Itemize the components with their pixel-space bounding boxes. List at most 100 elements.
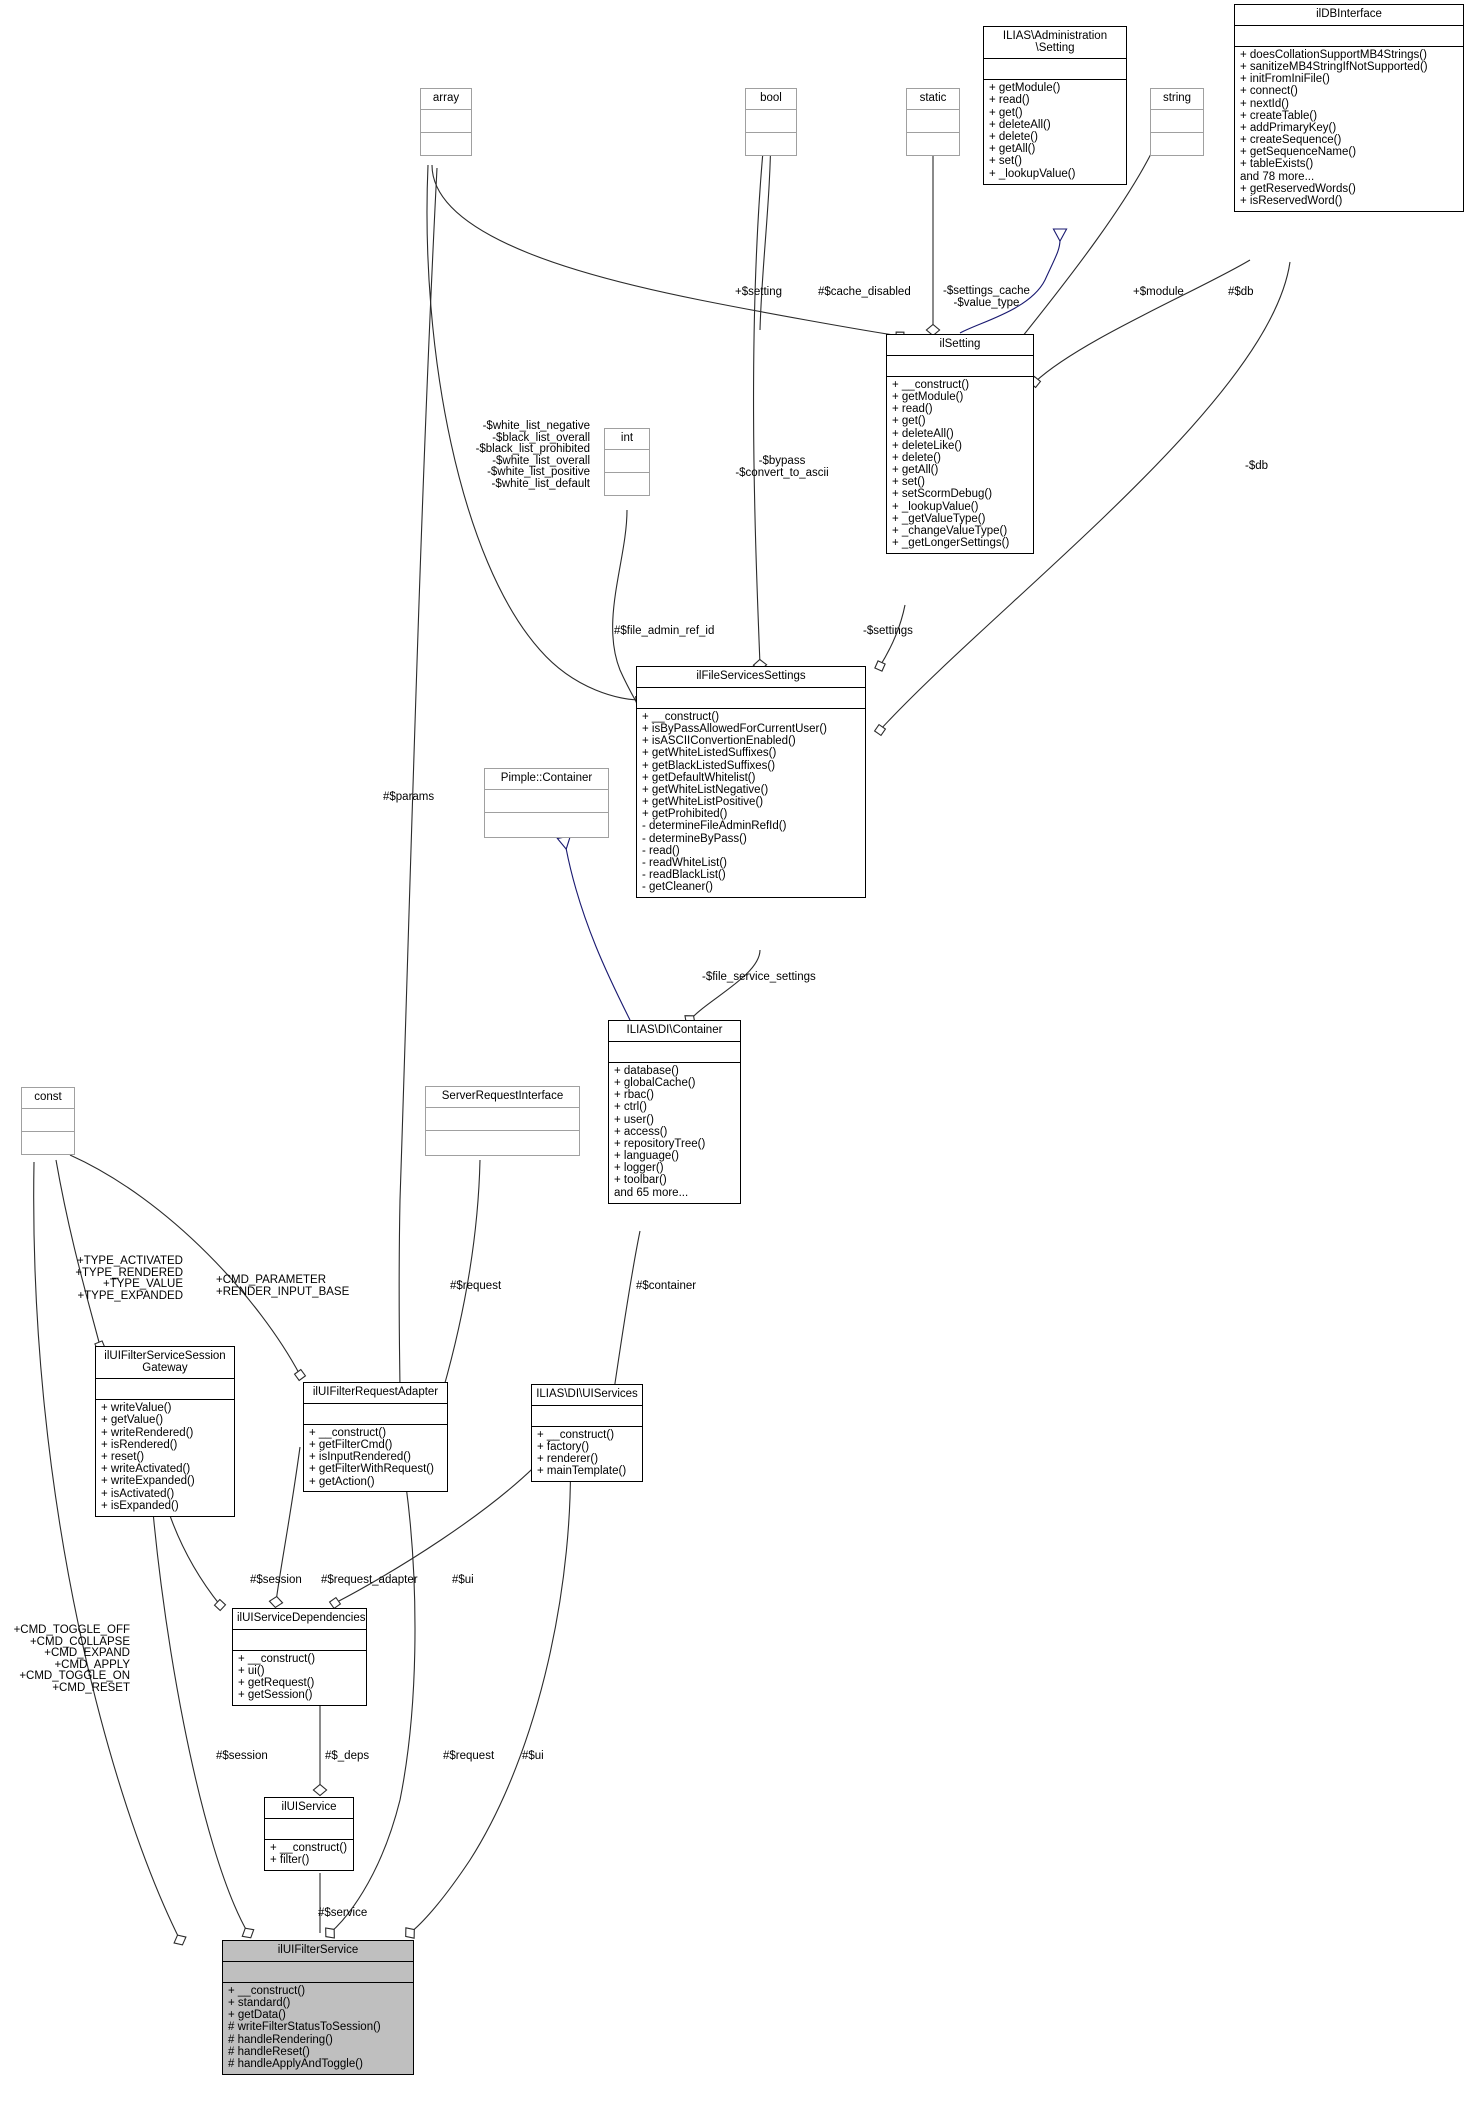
operation: + initFromIniFile() <box>1240 73 1330 86</box>
class-title: string <box>1151 89 1203 110</box>
operation: # writeFilterStatusToSession() <box>228 2021 381 2034</box>
operation: + connect() <box>1240 85 1298 98</box>
operation: + get() <box>989 106 1023 119</box>
operation: # handleApplyAndToggle() <box>228 2057 363 2070</box>
class-operations <box>907 133 959 155</box>
edge-label-db-hash: #$db <box>1228 286 1254 298</box>
operation: + writeActivated() <box>101 1463 191 1476</box>
class-attributes <box>1151 110 1203 133</box>
edge-label-request-adapter: #$request_adapter <box>321 1574 418 1586</box>
class-box-pimple-container[interactable]: Pimple::Container <box>484 768 609 838</box>
operation: + getSession() <box>238 1689 313 1702</box>
class-box-iluiservice[interactable]: ilUIService + __construct() + filter() <box>264 1797 354 1871</box>
class-operations: + getModule() + read() + get() + deleteA… <box>984 80 1126 184</box>
class-attributes <box>426 1108 579 1131</box>
class-title: bool <box>746 89 796 110</box>
operation: + getWhiteListedSuffixes() <box>642 747 777 760</box>
class-box-int[interactable]: int <box>604 428 650 496</box>
operation: + __construct() <box>892 378 970 391</box>
class-attributes <box>485 790 608 813</box>
operation: + doesCollationSupportMB4Strings() <box>1240 48 1427 61</box>
operation: + getProhibited() <box>642 808 728 821</box>
operation: + nextId() <box>1240 97 1289 110</box>
class-operations: + __construct() + isByPassAllowedForCurr… <box>637 709 865 898</box>
edge-label-request-top: #$request <box>450 1280 502 1292</box>
edge-label-request-bottom: #$request <box>443 1750 495 1762</box>
operation: + getSequenceName() <box>1240 146 1357 159</box>
operation: - determineFileAdminRefId() <box>642 820 787 833</box>
class-operations <box>421 133 471 155</box>
class-box-iluifilterservice[interactable]: ilUIFilterService + __construct() + stan… <box>222 1940 414 2075</box>
class-title: ilUIFilterRequestAdapter <box>304 1383 447 1404</box>
edge-label-deps: #$_deps <box>325 1750 370 1762</box>
class-box-ilui-filterservicesessiongateway[interactable]: ilUIFilterServiceSession Gateway + write… <box>95 1346 235 1517</box>
operation: + ui() <box>238 1664 265 1677</box>
operation: + database() <box>614 1064 679 1077</box>
class-attributes <box>605 450 649 473</box>
class-box-string[interactable]: string <box>1150 88 1204 156</box>
class-title: ILIAS\DI\UIServices <box>532 1385 642 1406</box>
class-box-ilias-di-container[interactable]: ILIAS\DI\Container + database() + global… <box>608 1020 741 1204</box>
class-box-array[interactable]: array <box>420 88 472 156</box>
operation: + addPrimaryKey() <box>1240 121 1337 134</box>
operation: + getAction() <box>309 1475 375 1488</box>
class-title: ilUIFilterService <box>223 1941 413 1962</box>
operation: + factory() <box>537 1440 590 1453</box>
class-box-serverrequestinterface[interactable]: ServerRequestInterface <box>425 1086 580 1156</box>
class-box-ilias-di-uiservices[interactable]: ILIAS\DI\UIServices + __construct() + fa… <box>531 1384 643 1483</box>
operation: + repositoryTree() <box>614 1137 706 1150</box>
class-title: static <box>907 89 959 110</box>
edge-label-service: #$service <box>318 1907 368 1919</box>
class-operations <box>746 133 796 155</box>
edge-label-cmd-consts: +CMD_TOGGLE_OFF +CMD_COLLAPSE +CMD_EXPAN… <box>13 1624 130 1694</box>
operation: + isExpanded() <box>101 1499 179 1512</box>
class-box-ilui-filterrequestadapter[interactable]: ilUIFilterRequestAdapter + __construct()… <box>303 1382 448 1493</box>
operation: + isByPassAllowedForCurrentUser() <box>642 722 828 735</box>
class-box-ilias-administration-setting[interactable]: ILIAS\Administration \Setting + getModul… <box>983 26 1127 185</box>
operation: + globalCache() <box>614 1076 696 1089</box>
operation: + filter() <box>270 1853 310 1866</box>
class-operations <box>22 1132 74 1154</box>
operation: + _lookupValue() <box>892 500 979 513</box>
class-operations: + __construct() + ui() + getRequest() + … <box>233 1651 366 1706</box>
class-box-bool[interactable]: bool <box>745 88 797 156</box>
class-attributes <box>223 1962 413 1983</box>
class-attributes <box>887 356 1033 377</box>
operation: + getData() <box>228 2009 286 2022</box>
operation: + _getValueType() <box>892 512 986 525</box>
class-box-ilfileservicessettings[interactable]: ilFileServicesSettings + __construct() +… <box>636 666 866 899</box>
operation: - getCleaner() <box>642 881 713 894</box>
operation: + setScormDebug() <box>892 488 993 501</box>
class-box-ilsetting[interactable]: ilSetting + __construct() + getModule() … <box>886 334 1034 555</box>
operation: + renderer() <box>537 1453 599 1466</box>
class-operations: + writeValue() + getValue() + writeRende… <box>96 1400 234 1516</box>
operation: + writeRendered() <box>101 1426 194 1439</box>
class-box-static[interactable]: static <box>906 88 960 156</box>
operation: + getModule() <box>892 390 964 403</box>
operation: + createSequence() <box>1240 134 1342 147</box>
edge-label-ui-bottom: #$ui <box>522 1750 544 1762</box>
class-title: array <box>421 89 471 110</box>
class-box-iluiservicedependencies[interactable]: ilUIServiceDependencies + __construct() … <box>232 1608 367 1707</box>
operation: - readWhiteList() <box>642 857 727 870</box>
class-title: ilUIService <box>265 1798 353 1819</box>
operation: + isInputRendered() <box>309 1451 411 1464</box>
operation: + isASCIIConvertionEnabled() <box>642 735 796 748</box>
class-box-const[interactable]: const <box>21 1087 75 1155</box>
operation: + getValue() <box>101 1414 164 1427</box>
class-title: ilFileServicesSettings <box>637 667 865 688</box>
edge-label-params: #$params <box>383 791 435 803</box>
operation: + deleteAll() <box>989 118 1051 131</box>
class-box-ildbinterface[interactable]: ilDBInterface + doesCollationSupportMB4S… <box>1234 4 1464 212</box>
class-attributes <box>421 110 471 133</box>
operation: + getWhiteListPositive() <box>642 796 764 809</box>
operation: + sanitizeMB4StringIfNotSupported() <box>1240 60 1428 73</box>
operation: + tableExists() <box>1240 158 1314 171</box>
class-attributes <box>96 1379 234 1400</box>
operation: + get() <box>892 415 926 428</box>
operation: + writeExpanded() <box>101 1475 195 1488</box>
class-title: const <box>22 1088 74 1109</box>
operation: + __construct() <box>642 710 720 723</box>
operation: + toolbar() <box>614 1174 667 1187</box>
edge-label-file-admin-ref-id: #$file_admin_ref_id <box>614 625 715 637</box>
